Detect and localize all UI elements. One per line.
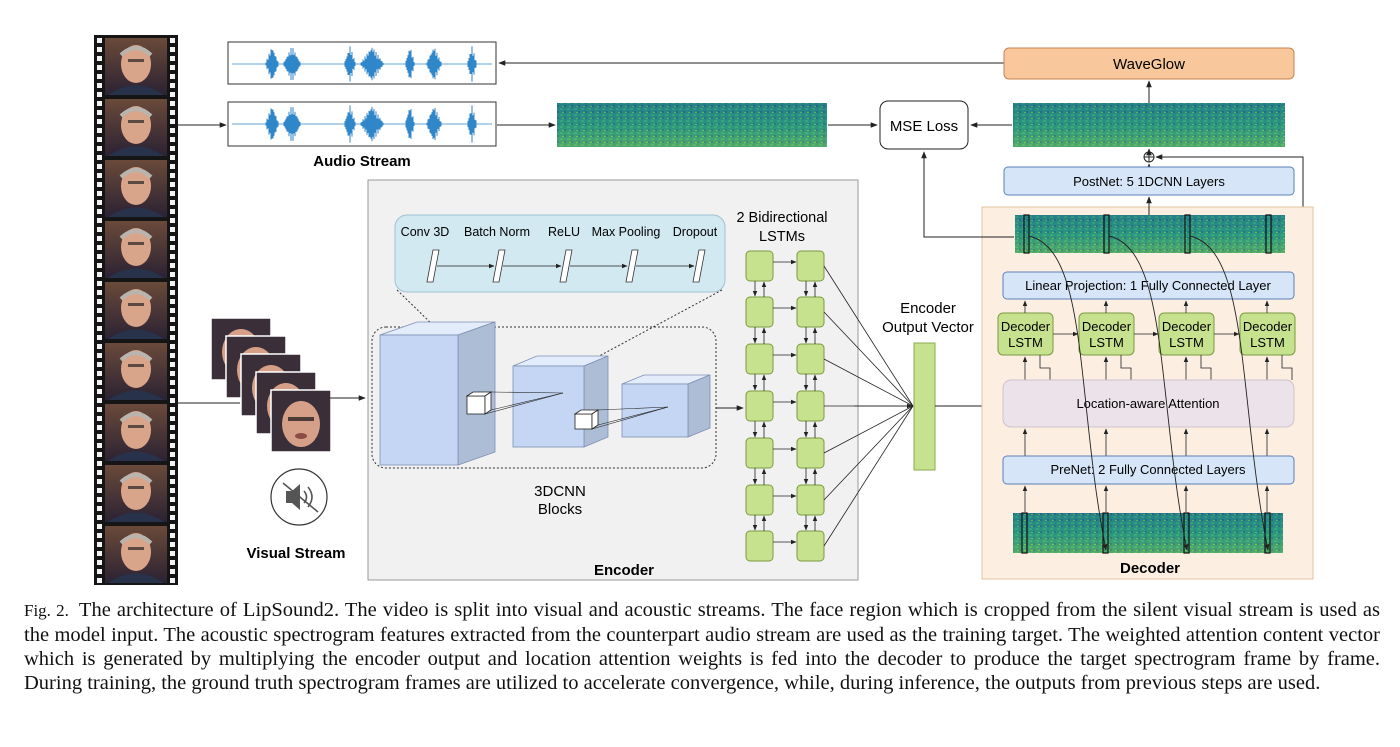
cnn-op-maxpool: Max Pooling <box>592 225 661 239</box>
linear-projection-box: Linear Projection: 1 Fully Connected Lay… <box>1002 271 1295 300</box>
mse-loss-label: MSE Loss <box>890 118 958 135</box>
waveglow-label: WaveGlow <box>1113 56 1185 73</box>
bilstm-label-2: LSTMs <box>759 229 805 245</box>
caption-label: Fig. 2. <box>24 601 69 620</box>
output-waveform <box>227 41 497 85</box>
target-spectrogram <box>557 103 827 147</box>
architecture-diagram: Audio Stream MSE Loss WaveGlow PostNet: … <box>94 35 1314 585</box>
video-frame <box>105 38 167 95</box>
video-film-strip <box>94 35 178 585</box>
cropped-face <box>270 389 332 453</box>
decoder-lstm-label-1: Decoder <box>1082 319 1132 334</box>
video-frame <box>105 99 167 156</box>
mse-loss-box: MSE Loss <box>879 100 969 150</box>
postnet-label: PostNet: 5 1DCNN Layers <box>1073 174 1225 189</box>
decoder-lstms: DecoderLSTMDecoderLSTMDecoderLSTMDecoder… <box>997 300 1296 512</box>
cnn-operations-panel: Conv 3D Batch Norm ReLU Max Pooling Drop… <box>394 214 726 293</box>
decoder-lstm-label-2: LSTM <box>1089 335 1124 350</box>
encoder-output-label-1: Encoder <box>900 300 956 317</box>
encoder-output-vector <box>913 342 936 471</box>
decoder-lstm-label-1: Decoder <box>1243 319 1293 334</box>
video-frame <box>105 221 167 278</box>
visual-stream-label: Visual Stream <box>247 545 346 562</box>
decoder-title: Decoder <box>1120 560 1180 577</box>
decoder-input-spectrogram <box>1013 512 1283 554</box>
cnn-blocks-group <box>371 321 717 469</box>
decoder-output-spectrogram <box>1015 214 1285 254</box>
cnn-blocks-label-1: 3DCNN <box>534 483 586 500</box>
cnn-op-relu: ReLU <box>548 225 580 239</box>
input-waveform <box>227 101 497 147</box>
video-frame <box>105 526 167 583</box>
waveglow-box: WaveGlow <box>1003 47 1295 80</box>
decoder-lstm-label-2: LSTM <box>1008 335 1043 350</box>
location-attention-box: Location-aware Attention <box>1002 379 1295 428</box>
cnn-op-dropout: Dropout <box>673 225 718 239</box>
predicted-spectrogram <box>1013 103 1285 147</box>
decoder-lstm-label-2: LSTM <box>1169 335 1204 350</box>
residual-add-icon <box>1143 151 1155 163</box>
encoder-output-label-2: Output Vector <box>882 319 974 336</box>
caption-text: The architecture of LipSound2. The video… <box>24 599 1380 694</box>
linear-projection-label: Linear Projection: 1 Fully Connected Lay… <box>1025 278 1271 293</box>
prenet-box: PreNet: 2 Fully Connected Layers <box>1002 455 1295 485</box>
cnn-op-conv3d: Conv 3D <box>401 225 450 239</box>
bilstm-label-1: 2 Bidirectional <box>736 210 827 226</box>
encoder-title: Encoder <box>594 562 654 579</box>
decoder-lstm-label-2: LSTM <box>1250 335 1285 350</box>
location-attention-label: Location-aware Attention <box>1076 396 1219 411</box>
figure-caption: Fig. 2.The architecture of LipSound2. Th… <box>24 598 1380 695</box>
bilstm-cells <box>745 250 825 562</box>
encoder-fan-in-lines <box>823 265 914 547</box>
cnn-op-batchnorm: Batch Norm <box>464 225 530 239</box>
prenet-label: PreNet: 2 Fully Connected Layers <box>1050 462 1246 477</box>
muted-speaker-icon <box>270 468 328 526</box>
video-frame <box>105 282 167 339</box>
video-frame <box>105 404 167 461</box>
cropped-face-stack <box>210 317 332 453</box>
cnn-blocks-label-2: Blocks <box>538 501 582 518</box>
video-frame <box>105 160 167 217</box>
audio-stream-label: Audio Stream <box>313 153 411 170</box>
decoder-lstm-label-1: Decoder <box>1001 319 1051 334</box>
video-frame <box>105 343 167 400</box>
video-frame <box>105 465 167 522</box>
decoder-lstm-label-1: Decoder <box>1162 319 1212 334</box>
postnet-box: PostNet: 5 1DCNN Layers <box>1003 166 1295 196</box>
